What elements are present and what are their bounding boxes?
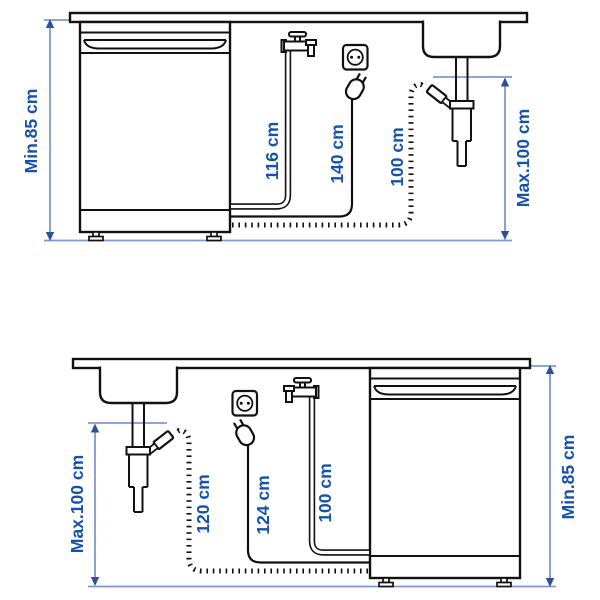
label-bottom-drain-hose: 120 cm [193,474,213,533]
label-top-height-right: Max.100 cm [513,109,533,207]
label-bottom-power-cord: 124 cm [253,475,273,534]
diagram-top-linework [44,13,527,241]
label-top-height-left: Min.85 cm [21,89,41,174]
label-bottom-height-right: Min.85 cm [558,435,578,520]
label-bottom-height-left: Max.100 cm [67,455,87,553]
label-bottom-supply-hose: 100 cm [315,463,335,522]
label-top-supply-hose: 116 cm [262,122,282,180]
label-top-drain-hose: 100 cm [387,127,407,186]
label-top-power-cord: 140 cm [327,124,347,183]
